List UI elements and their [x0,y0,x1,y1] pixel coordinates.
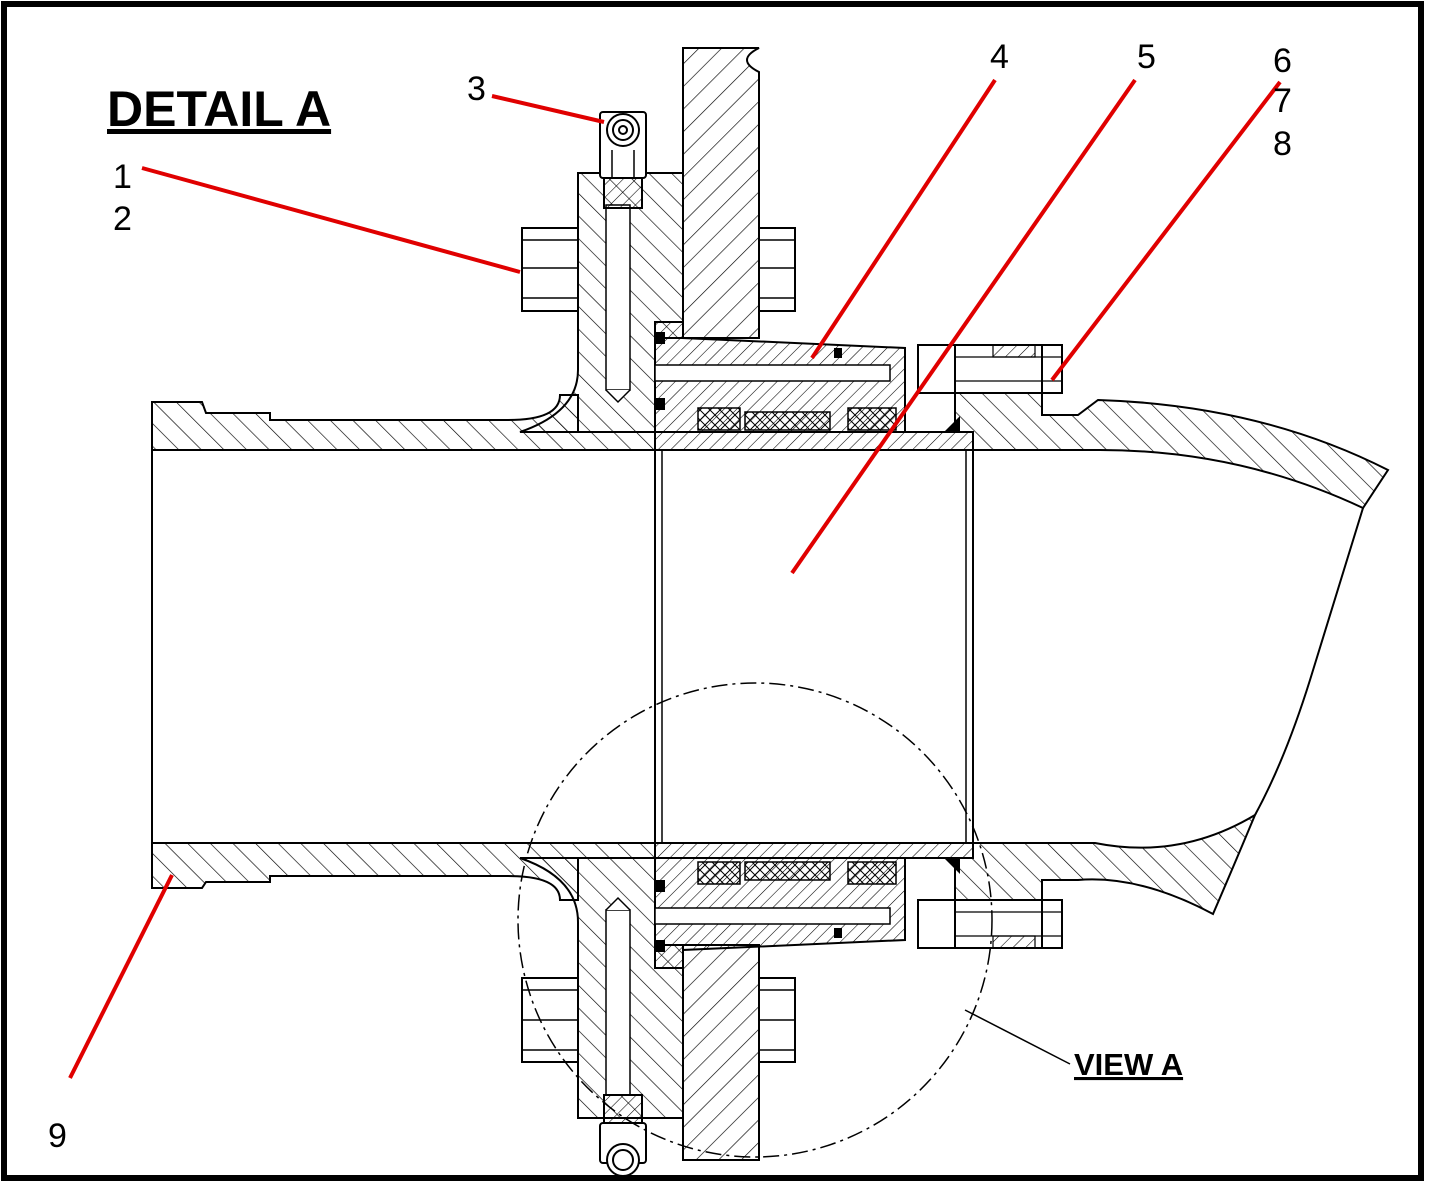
grease-fitting-top [599,111,647,209]
leader-4 [810,78,997,360]
leader-1 [141,166,521,274]
mounting-flange [519,172,684,1119]
leader-6 [1050,80,1282,382]
callout-1: 1 [113,158,132,196]
elbow-pipe [954,392,1390,916]
view-a-leader [964,1009,1071,1065]
callout-leaders [68,78,1282,1079]
view-a-detail-circle [517,682,993,1158]
callout-2: 2 [113,200,132,238]
seal-housing [654,321,906,969]
page-title: DETAIL A [107,81,331,137]
main-pipe [151,394,656,901]
hex-nuts [521,227,1063,1063]
leader-9 [68,874,174,1079]
grease-fitting-bottom [599,1094,647,1177]
callout-3: 3 [467,70,486,108]
callout-7: 7 [1273,82,1292,120]
callout-8: 8 [1273,125,1292,163]
bulkhead-plate [682,47,760,1161]
callout-4: 4 [990,38,1009,76]
leader-3 [491,94,605,124]
view-a-label: VIEW A [1074,1047,1183,1082]
callout-9: 9 [48,1117,67,1155]
inner-sliding-tube [654,416,974,874]
callout-6: 6 [1273,42,1292,80]
leader-5 [790,78,1137,575]
callout-5: 5 [1137,38,1156,76]
